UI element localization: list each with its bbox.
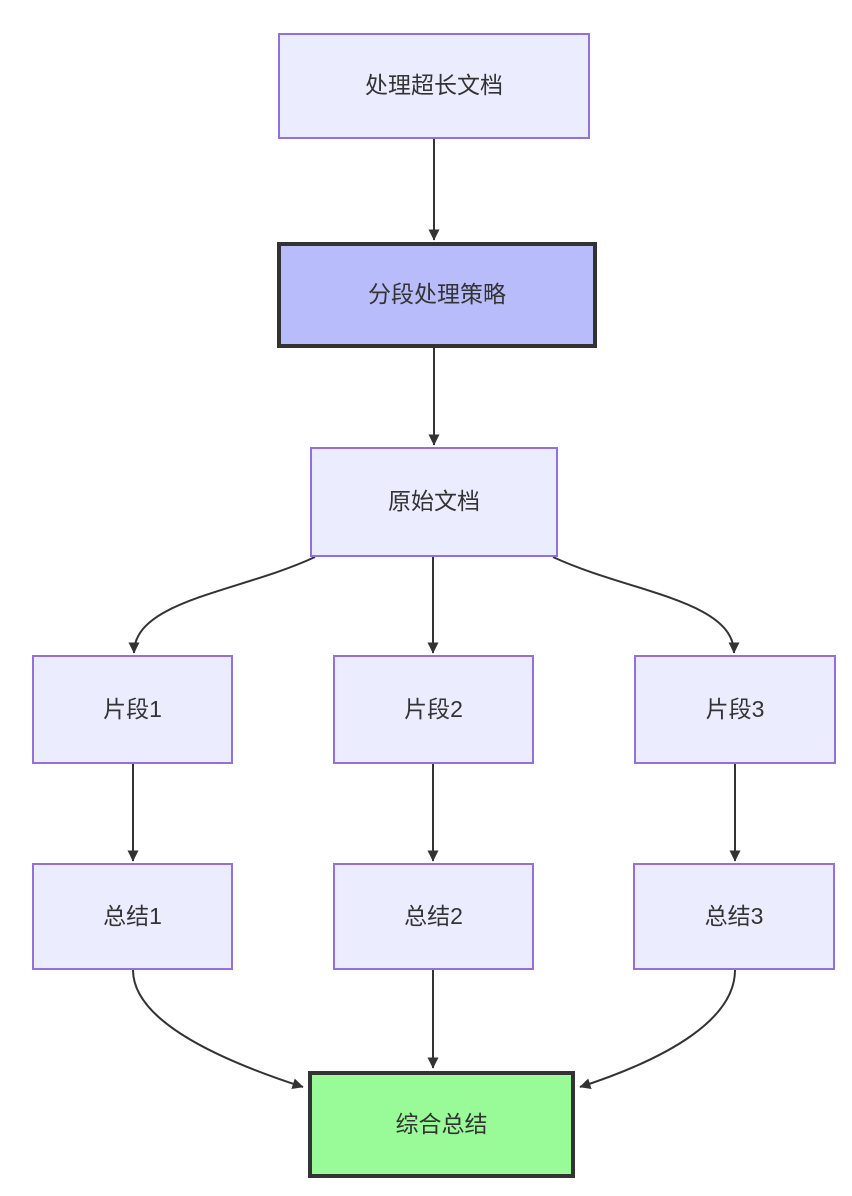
node-summary-1-label: 总结1	[103, 902, 162, 929]
node-process-long-document: 处理超长文档	[278, 33, 590, 139]
node-summary-3-label: 总结3	[704, 902, 764, 929]
node-summary-2-label: 总结2	[404, 902, 463, 929]
edge-summary3-to-final-arrow	[579, 969, 736, 1089]
node-fragment-1-label: 片段1	[103, 695, 162, 722]
node-fragment-2-label: 片段2	[404, 695, 463, 722]
node-fragment-3-label: 片段3	[705, 695, 765, 722]
node-process-long-document-label: 处理超长文档	[365, 72, 503, 99]
edge-summary1-to-final-arrow	[132, 969, 304, 1090]
node-segmentation-strategy-label: 分段处理策略	[368, 281, 506, 308]
edge-original-to-fragment1-arrow	[128, 556, 316, 654]
node-original-document-label: 原始文档	[388, 488, 480, 515]
node-fragment-1: 片段1	[32, 655, 233, 764]
node-fragment-2: 片段2	[333, 655, 534, 764]
node-final-summary: 综合总结	[308, 1071, 575, 1178]
node-summary-2: 总结2	[333, 863, 534, 970]
edge-original-to-fragment3-arrow	[552, 556, 740, 654]
node-fragment-3: 片段3	[634, 655, 836, 764]
node-summary-1: 总结1	[32, 863, 233, 970]
node-final-summary-label: 综合总结	[395, 1110, 488, 1137]
node-original-document: 原始文档	[310, 447, 558, 557]
node-segmentation-strategy: 分段处理策略	[277, 242, 597, 348]
node-summary-3: 总结3	[633, 863, 835, 970]
